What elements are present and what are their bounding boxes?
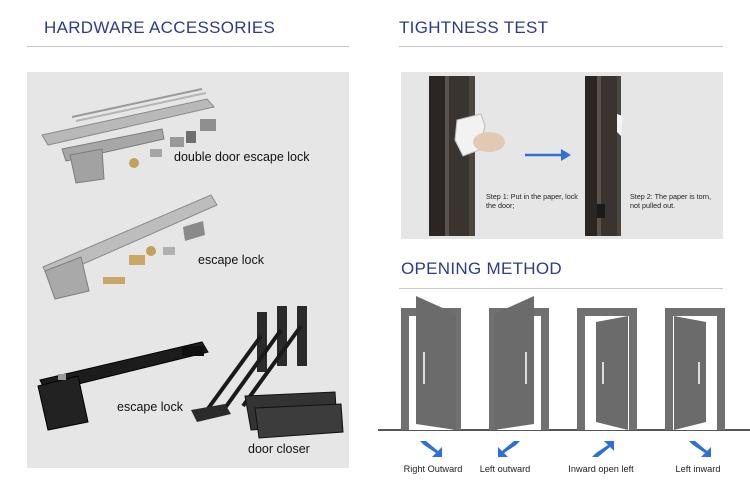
double-door-escape-lock-image (41, 88, 216, 184)
hardware-panel: double door escape lock escape lock esca… (27, 72, 349, 468)
opening-title: OPENING METHOD (401, 259, 562, 278)
opening-label-inward-open-left: Inward open left (568, 464, 634, 474)
tightness-divider (399, 46, 723, 47)
hardware-divider (27, 46, 349, 47)
door-right-outward (401, 296, 461, 430)
escape-lock-silver-image (42, 194, 218, 300)
door-left-inward (665, 308, 725, 430)
arrow-inward-open-left-icon (592, 441, 614, 457)
tightness-panel: Step 1: Put in the paper, lock the door;… (401, 72, 723, 239)
hardware-label-escape-lock-1: escape lock (198, 253, 265, 267)
hardware-title: HARDWARE ACCESSORIES (44, 18, 276, 37)
arrow-right-outward-icon (420, 441, 442, 457)
tightness-door-frame-step1 (429, 76, 505, 236)
tightness-arrow-icon (525, 149, 571, 161)
arrow-left-inward-icon (689, 441, 711, 457)
tightness-step2-text: Step 2: The paper is torn, not pulled ou… (630, 192, 711, 210)
door-inward-open-left (577, 308, 637, 430)
opening-divider (399, 288, 723, 289)
hardware-label-door-closer: door closer (248, 442, 310, 456)
tightness-door-frame-step2 (585, 76, 623, 236)
escape-lock-black-image (37, 341, 209, 431)
tightness-title: TIGHTNESS TEST (399, 18, 549, 37)
door-left-outward (489, 296, 549, 430)
tightness-step1-text: Step 1: Put in the paper, lock the door; (486, 192, 578, 210)
hardware-label-double-door-escape-lock: double door escape lock (174, 150, 310, 164)
opening-label-left-inward: Left inward (675, 464, 721, 474)
arrow-left-outward-icon (498, 441, 520, 457)
opening-label-right-outward: Right Outward (403, 464, 463, 474)
opening-method-diagram (378, 296, 750, 431)
door-closer-image (191, 306, 344, 439)
opening-label-left-outward: Left outward (479, 464, 531, 474)
hardware-label-escape-lock-2: escape lock (117, 400, 184, 414)
